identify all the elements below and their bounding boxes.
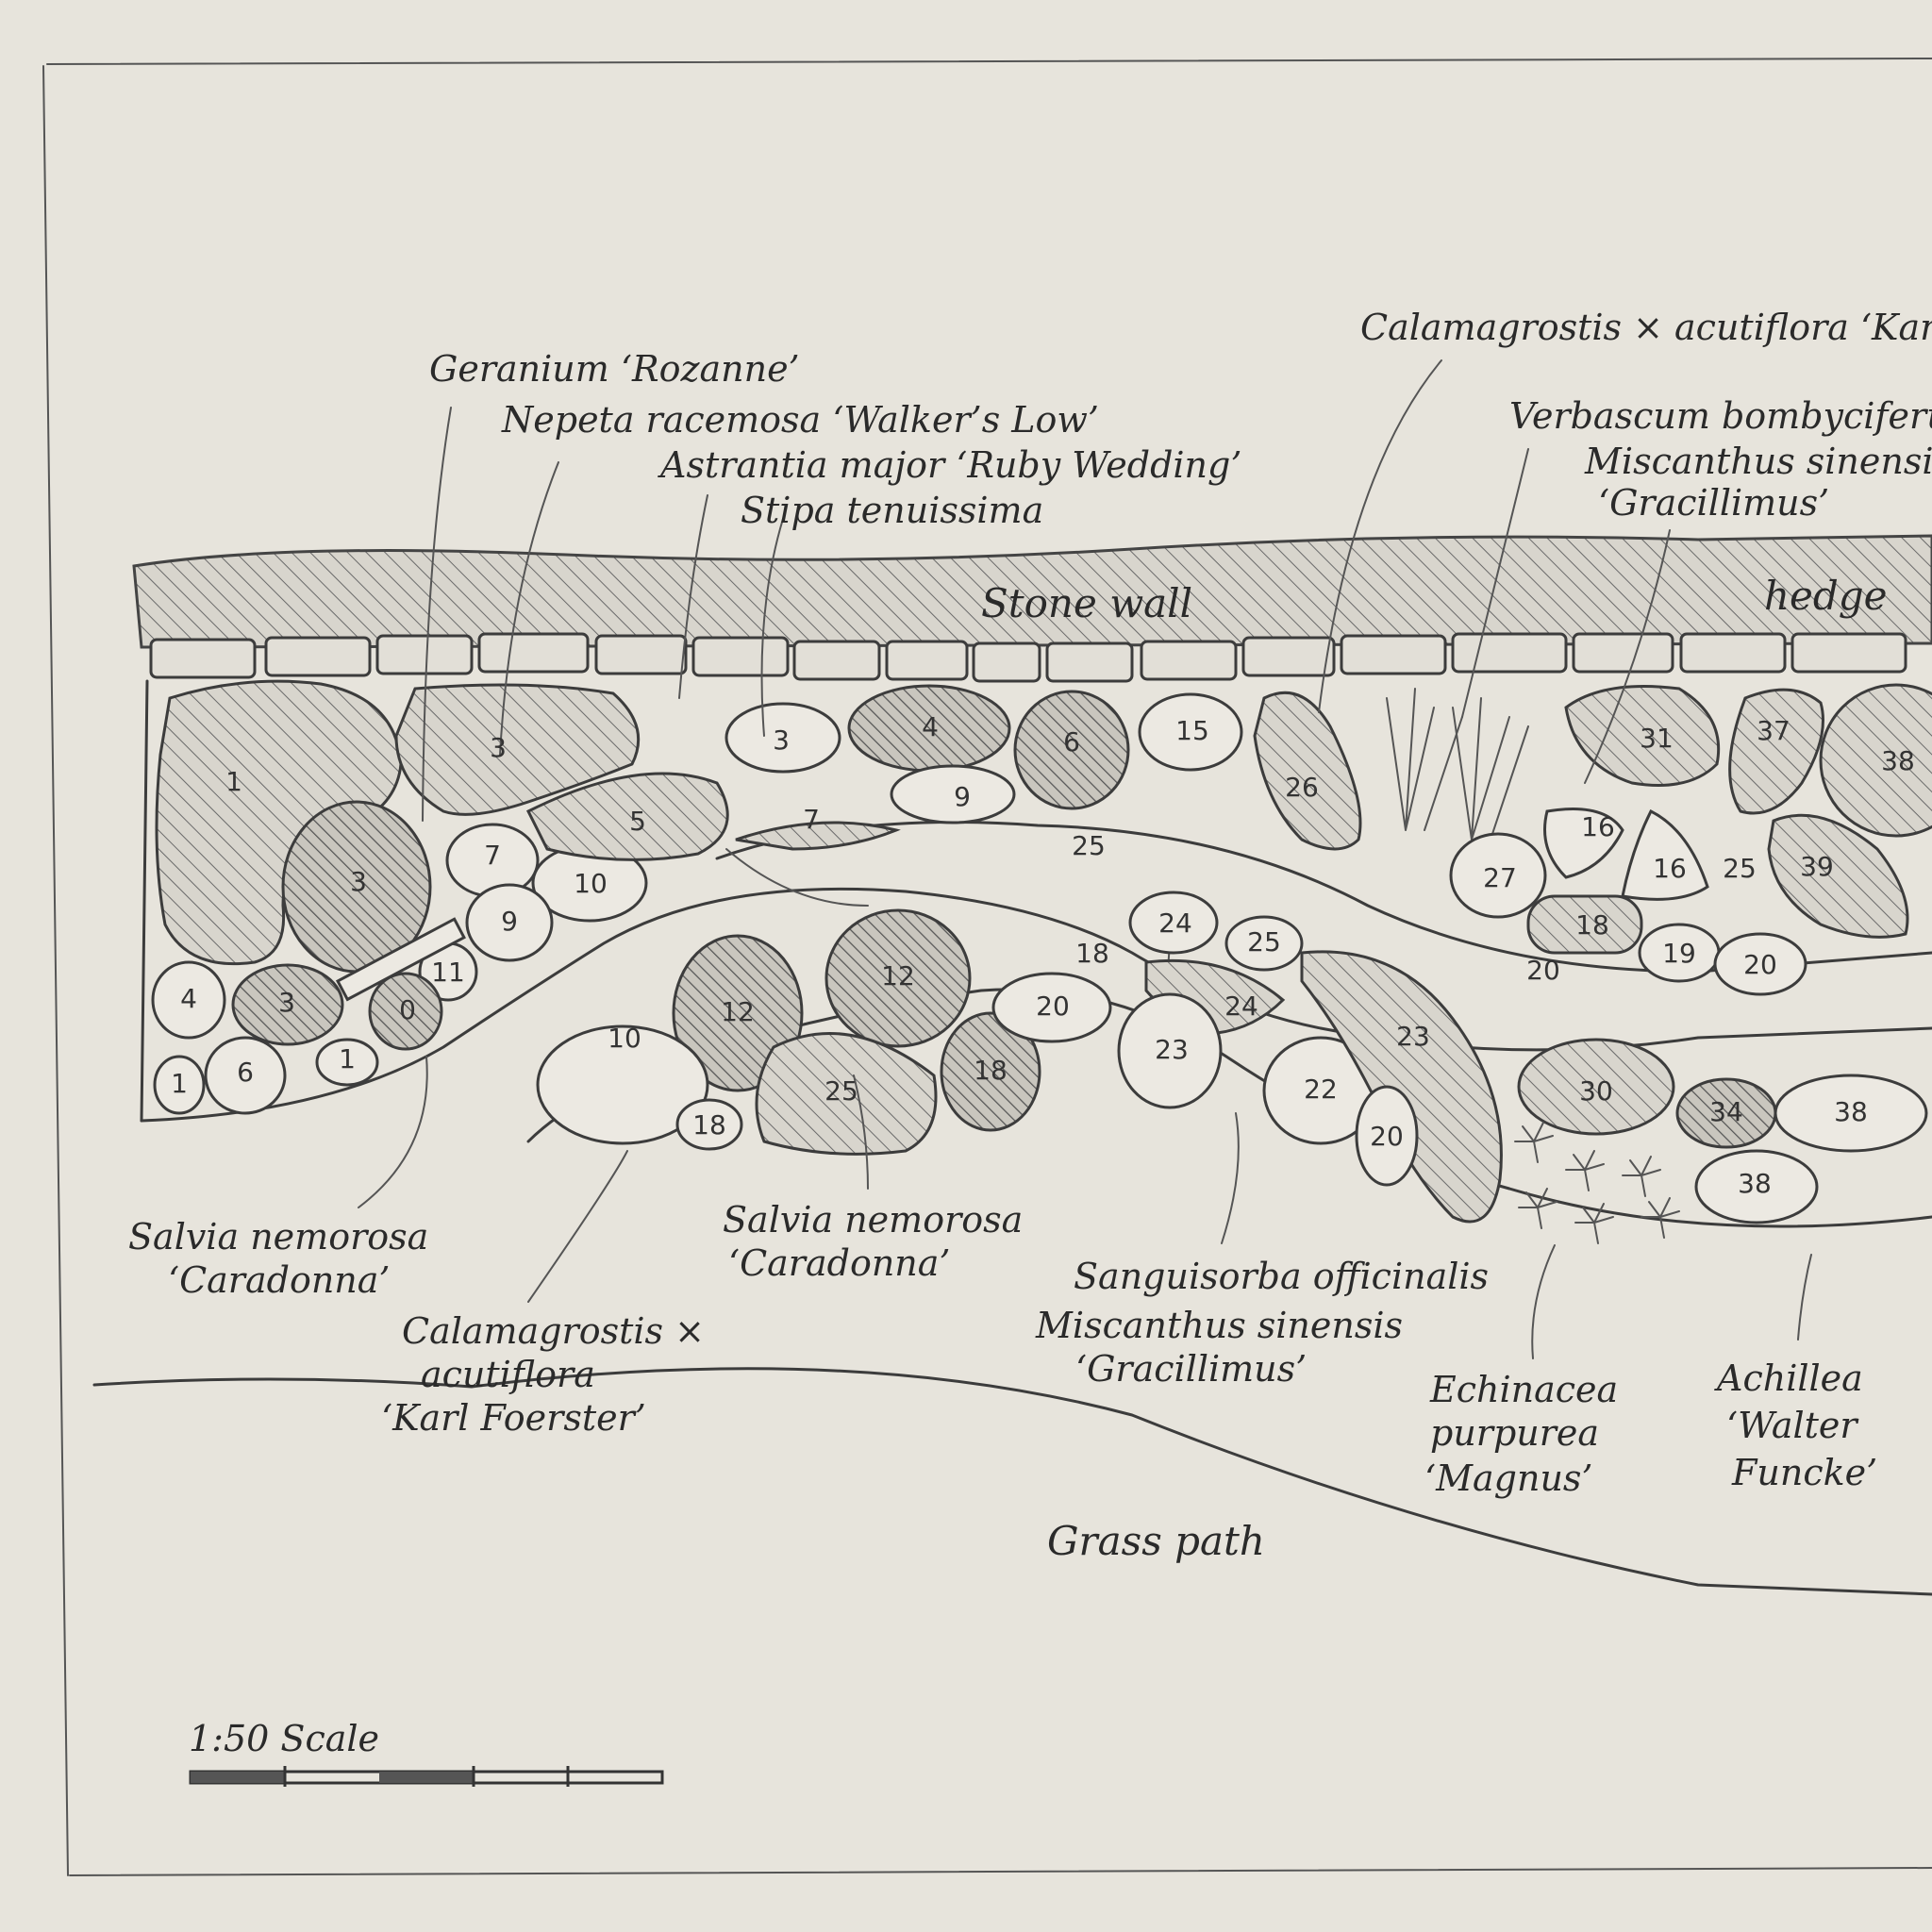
plant-number: 16: [1653, 853, 1687, 884]
label-salvia-left-1: Salvia nemorosa: [128, 1216, 428, 1257]
plant-number: 22: [1304, 1074, 1338, 1105]
label-achillea-1: Achillea: [1714, 1357, 1863, 1399]
label-astrantia: Astrantia major ‘Ruby Wedding’: [658, 444, 1241, 486]
label-miscanthus-top-1: Miscanthus sinensis: [1584, 441, 1932, 482]
echinacea-symbols: [1514, 1122, 1680, 1244]
leader-lines: [358, 359, 1812, 1359]
plant-number: 38: [1834, 1096, 1868, 1127]
plant-number: 4: [922, 711, 939, 742]
label-calamagrostis-bottom-3: ‘Karl Foerster’: [381, 1397, 646, 1439]
plant-number: 24: [1224, 991, 1258, 1022]
plant-number: 3: [490, 732, 507, 763]
plant-number: 25: [1072, 830, 1106, 861]
plant-number: 12: [881, 960, 915, 991]
plant-number: 9: [954, 781, 971, 812]
plant-number: 3: [278, 987, 295, 1018]
hedge-label: hedge: [1764, 573, 1888, 619]
plant-number: 11: [431, 957, 465, 988]
label-echinacea-1: Echinacea: [1429, 1369, 1618, 1410]
label-verbascum: Verbascum bombyciferum: [1509, 395, 1932, 437]
label-salvia-mid-2: ‘Caradonna’: [728, 1242, 951, 1284]
grass-path-label: Grass path: [1047, 1518, 1265, 1564]
plant-number: 18: [974, 1055, 1008, 1086]
plant-number: 23: [1155, 1034, 1189, 1065]
plant-number: 38: [1881, 745, 1915, 776]
label-geranium: Geranium ‘Rozanne’: [429, 348, 800, 390]
plant-number: 25: [824, 1075, 858, 1107]
plant-number: 20: [1526, 955, 1560, 986]
plant-number: 5: [629, 806, 646, 837]
label-achillea-2: ‘Walter: [1726, 1405, 1859, 1446]
plant-number: 4: [180, 983, 197, 1014]
plant-number: 3: [350, 866, 367, 897]
plant-number: 3: [773, 724, 790, 756]
plant-number: 23: [1396, 1021, 1430, 1052]
plant-number: 7: [484, 840, 501, 871]
plant-number: 0: [399, 994, 416, 1025]
plant-number: 24: [1158, 908, 1192, 939]
label-salvia-left-2: ‘Caradonna’: [168, 1259, 391, 1301]
plant-number: 31: [1640, 723, 1674, 754]
label-miscanthus-top-2: ‘Gracillimus’: [1598, 482, 1829, 524]
label-calamagrostis-bottom-2: acutiflora: [421, 1354, 595, 1395]
scale-bar: [189, 1766, 664, 1787]
plant-number: 1: [171, 1068, 188, 1099]
plant-number: 20: [1036, 991, 1070, 1022]
label-echinacea-3: ‘Magnus’: [1424, 1457, 1593, 1499]
plant-number: 6: [1063, 726, 1080, 758]
label-calamagrostis-top: Calamagrostis × acutiflora ‘Karl: [1360, 307, 1932, 348]
plant-number: 10: [574, 868, 608, 899]
plant-number: 10: [608, 1023, 641, 1054]
frame-bottom-line: [69, 1867, 1932, 1876]
plant-number: 1: [225, 766, 242, 797]
plant-group-right: [1449, 683, 1932, 1224]
stone-wall: [132, 534, 1932, 683]
scale-label: 1:50 Scale: [189, 1718, 379, 1759]
plant-number: 30: [1579, 1075, 1613, 1107]
plant-number: 1: [339, 1043, 356, 1074]
frame-left-line: [42, 65, 69, 1876]
plant-group-left: [151, 679, 729, 1115]
label-calamagrostis-bottom-1: Calamagrostis ×: [402, 1310, 705, 1352]
label-sanguisorba: Sanguisorba officinalis: [1074, 1256, 1489, 1297]
plant-number: 16: [1581, 811, 1615, 842]
label-echinacea-2: purpurea: [1430, 1412, 1599, 1454]
plant-number: 27: [1483, 862, 1517, 893]
plant-number: 37: [1757, 715, 1790, 746]
plant-number: 38: [1738, 1168, 1772, 1199]
plant-number: 20: [1370, 1121, 1404, 1152]
plant-number: 20: [1743, 949, 1777, 980]
label-nepeta: Nepeta racemosa ‘Walker’s Low’: [501, 399, 1099, 441]
label-stipa: Stipa tenuissima: [741, 490, 1043, 531]
plant-number: 39: [1800, 851, 1834, 882]
plant-number: 26: [1285, 772, 1319, 803]
plant-number: 18: [1075, 938, 1109, 969]
plant-number: 18: [1575, 909, 1609, 941]
label-miscanthus-bottom-1: Miscanthus sinensis: [1035, 1305, 1403, 1346]
plant-number: 15: [1175, 715, 1209, 746]
label-achillea-3: Funcke’: [1731, 1452, 1877, 1493]
plant-number-labels: 1 3 3 3 3 4 4 5 6 6 7 7 9 9 10 10 11 0 1…: [171, 711, 1915, 1199]
plant-number: 12: [721, 996, 755, 1027]
plant-number: 6: [237, 1057, 254, 1088]
plant-number: 7: [803, 804, 820, 835]
plant-number: 9: [501, 906, 518, 937]
label-salvia-mid-1: Salvia nemorosa: [723, 1199, 1023, 1241]
bed-left-edge: [140, 679, 149, 1123]
plant-group-middle-back: [724, 684, 1362, 851]
plant-group-middle-front: [536, 891, 1503, 1224]
plant-number: 19: [1662, 938, 1696, 969]
plant-number: 25: [1247, 926, 1281, 958]
frame-top-line: [46, 58, 1932, 65]
plant-number: 25: [1723, 853, 1757, 884]
plant-number: 34: [1709, 1096, 1743, 1127]
grass-path-edge: [92, 1367, 1932, 1596]
stone-wall-label: Stone wall: [981, 580, 1192, 626]
label-miscanthus-bottom-2: ‘Gracillimus’: [1075, 1348, 1307, 1390]
plant-number: 18: [692, 1109, 726, 1141]
